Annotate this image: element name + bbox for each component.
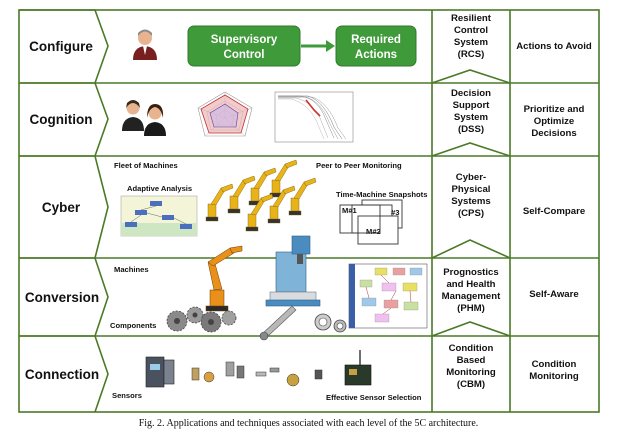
sensor-module-icon (145, 356, 175, 388)
spindle-icon (259, 305, 297, 341)
cps-line-3: Systems (451, 196, 490, 207)
system-rcs-text: Resilient Control System (RCS) (451, 13, 492, 60)
adaptive-analysis-label: Adaptive Analysis (127, 184, 192, 193)
dss-line-2: Support (453, 100, 491, 111)
action-configure-line-1: Actions to Avoid (516, 41, 592, 52)
snapshot-label-2: M#2 (366, 227, 381, 236)
level-cyber-label: Cyber (42, 200, 81, 215)
action-cognition-line-3: Decisions (531, 128, 576, 139)
cbm-line-1: Condition (449, 343, 494, 354)
adaptive-analysis-flowchart (120, 195, 198, 237)
time-machine-snapshots-icon: M#1 #3 M#2 (339, 199, 403, 245)
phm-line-3: Management (442, 291, 501, 302)
figure-caption: Fig. 2. Applications and techniques asso… (138, 418, 479, 429)
sensors-label: Sensors (112, 391, 142, 400)
rcs-line-1: Resilient (451, 13, 492, 24)
degradation-chart-graphic (274, 91, 354, 143)
dss-line-4: (DSS) (458, 124, 484, 135)
time-machine-label: Time-Machine Snapshots (336, 190, 427, 199)
supervisory-control-box (187, 25, 301, 67)
system-dss-text: Decision Support System (DSS) (451, 88, 491, 135)
snapshot-label-3: #3 (391, 208, 399, 217)
system-cbm-text: Condition Based Monitoring (CBM) (446, 343, 496, 390)
cps-line-2: Physical (452, 184, 491, 195)
system-phm-text: Prognostics and Health Management (PHM) (442, 267, 501, 314)
robot-arm-fleet-icon (205, 159, 317, 232)
action-cognition-text: Prioritize and Optimize Decisions (524, 104, 585, 139)
person-icon-configure (133, 29, 157, 60)
effective-sensor-selection-label: Effective Sensor Selection (326, 393, 422, 402)
dss-line-1: Decision (451, 88, 491, 99)
action-cyber-line-1: Self-Compare (523, 206, 585, 217)
bearings-icon (314, 313, 347, 333)
cbm-line-4: (CBM) (457, 379, 485, 390)
rcs-line-3: System (454, 37, 488, 48)
industrial-robot-icon (205, 245, 243, 312)
peer-to-peer-label: Peer to Peer Monitoring (316, 161, 402, 170)
radar-chart-graphic (197, 91, 253, 137)
phm-line-2: and Health (446, 279, 495, 290)
sensors-icon (191, 361, 323, 387)
row-dividers (19, 10, 599, 412)
level-configure-label: Configure (29, 39, 93, 54)
action-connection-text: Condition Monitoring (529, 359, 579, 382)
level-conversion-label: Conversion (25, 290, 99, 305)
components-label: Components (110, 321, 156, 330)
system-cps-text: Cyber- Physical Systems (CPS) (451, 172, 490, 219)
supervisory-label-1: Supervisory (211, 34, 278, 46)
snapshot-label-1: M#1 (342, 206, 358, 215)
required-label-1: Required (351, 34, 401, 46)
phm-line-1: Prognostics (443, 267, 498, 278)
arrow-right-icon (301, 40, 335, 52)
action-connection-line-2: Monitoring (529, 371, 579, 382)
action-cognition-line-1: Prioritize and (524, 104, 585, 115)
gears-icon (166, 306, 237, 333)
fleet-of-machines-label: Fleet of Machines (114, 161, 178, 170)
rcs-line-4: (RCS) (458, 49, 485, 60)
level-connection-label: Connection (25, 367, 99, 382)
rcs-line-2: Control (454, 25, 488, 36)
phm-line-4: (PHM) (457, 303, 485, 314)
cbm-line-2: Based (457, 355, 486, 366)
level-cognition-label: Cognition (30, 112, 93, 127)
level-chevrons (19, 9, 109, 413)
cps-line-1: Cyber- (456, 172, 486, 183)
cbm-line-3: Monitoring (446, 367, 496, 378)
wireless-sensor-board-icon (344, 350, 372, 386)
people-icon-cognition (122, 100, 166, 136)
system-chevrons (431, 10, 511, 412)
action-cognition-line-2: Optimize (534, 116, 575, 127)
milling-machine-icon (265, 235, 321, 307)
machines-label: Machines (114, 265, 149, 274)
required-actions-box (335, 25, 417, 67)
action-connection-line-1: Condition (532, 359, 577, 370)
supervisory-label-2: Control (224, 49, 265, 61)
dss-line-3: System (454, 112, 488, 123)
process-diagram-graphic (348, 263, 428, 329)
cps-line-4: (CPS) (458, 208, 484, 219)
required-label-2: Actions (355, 49, 397, 61)
action-conversion-line-1: Self-Aware (529, 289, 578, 300)
diagram-frame (18, 9, 600, 413)
